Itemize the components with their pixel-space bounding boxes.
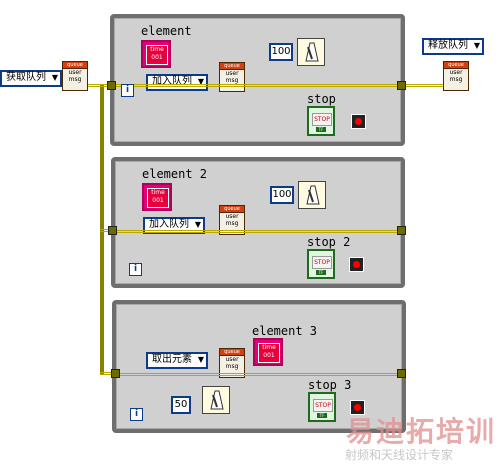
stop-text: STOP <box>312 256 332 269</box>
loop-condition-terminal <box>350 400 365 415</box>
enqueue-text: 加入队列 <box>149 219 189 230</box>
queue-header: queue <box>220 349 244 356</box>
pink-top-text: time <box>262 344 276 351</box>
tunnel-out-1 <box>397 81 406 90</box>
element-label: element 2 <box>142 167 208 181</box>
tunnel-out-2 <box>397 226 406 235</box>
queue-header: queue <box>63 62 87 69</box>
wait-ms-constant[interactable]: 50 <box>171 396 191 414</box>
enqueue-function[interactable]: queue user msg <box>219 62 245 92</box>
tunnel-in-2 <box>108 226 117 235</box>
metronome-wait-icon <box>298 181 326 209</box>
element-label: element 3 <box>252 324 318 338</box>
dropdown-arrow-icon: ▼ <box>194 220 201 229</box>
enqueue-text: 加入队列 <box>152 76 192 87</box>
tf-text: TF <box>317 413 327 418</box>
pink-top-text: time <box>151 189 165 196</box>
pink-top-text: time <box>150 46 164 53</box>
metronome-wait-icon <box>202 386 230 414</box>
queue-msg-text: msg <box>225 363 239 370</box>
dequeue-mode[interactable]: 取出元素 ▼ <box>146 352 208 369</box>
queue-wire-loop2 <box>100 229 114 232</box>
queue-wire-release <box>404 84 443 87</box>
stop-text: STOP <box>313 399 333 412</box>
stop-label: stop <box>307 92 336 106</box>
dropdown-arrow-icon: ▼ <box>197 77 204 86</box>
tf-text: TF <box>316 127 326 132</box>
release-queue-label: 释放队列 ▼ <box>422 38 484 55</box>
stop-label: stop 3 <box>308 378 352 392</box>
queue-msg-text: msg <box>68 76 82 83</box>
obtain-queue-text: 获取队列 <box>6 72 46 83</box>
queue-header: queue <box>444 62 468 69</box>
queue-user-text: user <box>225 70 239 77</box>
iteration-terminal: i <box>121 84 134 97</box>
queue-header: queue <box>220 206 244 213</box>
queue-wire-out <box>87 84 112 87</box>
iteration-terminal: i <box>129 263 142 276</box>
watermark-logo-text: 易迪拓培训 <box>346 415 497 448</box>
queue-wire-through <box>115 230 405 233</box>
enqueue-mode[interactable]: 加入队列 ▼ <box>143 217 205 234</box>
queue-header: queue <box>220 63 244 70</box>
queue-user-text: user <box>68 69 82 76</box>
iteration-terminal: i <box>130 408 143 421</box>
tunnel-out-3 <box>397 369 406 378</box>
tunnel-in-1 <box>107 81 116 90</box>
loop-condition-terminal <box>349 257 364 272</box>
dropdown-arrow-icon: ▼ <box>197 355 204 364</box>
queue-msg-text: msg <box>225 220 239 227</box>
release-queue-function[interactable]: queue user msg <box>443 61 469 91</box>
obtain-queue-function[interactable]: queue user msg <box>62 61 88 91</box>
queue-wire-through <box>116 373 406 376</box>
pink-bottom-text: 001 <box>263 352 275 359</box>
queue-user-text: user <box>225 213 239 220</box>
metronome-wait-icon <box>297 38 325 66</box>
stop-text: STOP <box>312 113 332 126</box>
element-label: element <box>141 24 192 38</box>
obtain-queue-label: 获取队列 ▼ <box>0 70 62 87</box>
queue-wire-loop3 <box>100 372 116 375</box>
queue-msg-text: msg <box>225 77 239 84</box>
dequeue-text: 取出元素 <box>152 354 192 365</box>
pink-bottom-text: 001 <box>151 54 163 61</box>
tunnel-in-3 <box>111 369 120 378</box>
queue-user-text: user <box>225 356 239 363</box>
dropdown-arrow-icon: ▼ <box>473 41 480 50</box>
queue-msg-text: msg <box>449 76 463 83</box>
loop-condition-terminal <box>351 114 366 129</box>
pink-bottom-text: 001 <box>152 197 164 204</box>
watermark-tagline: 射频和天线设计专家 <box>345 448 454 462</box>
wait-ms-constant[interactable]: 100 <box>269 43 293 61</box>
stop-button[interactable]: STOP TF <box>307 106 335 136</box>
dropdown-arrow-icon: ▼ <box>51 73 58 82</box>
queue-user-text: user <box>449 69 463 76</box>
stop-button[interactable]: STOP TF <box>307 249 335 279</box>
stop-label: stop 2 <box>307 235 351 249</box>
tf-text: TF <box>316 270 326 275</box>
enqueue-mode[interactable]: 加入队列 ▼ <box>146 74 208 91</box>
queue-wire-through <box>114 84 404 87</box>
wait-ms-constant[interactable]: 100 <box>270 186 294 204</box>
stop-button[interactable]: STOP TF <box>308 392 336 422</box>
release-queue-text: 释放队列 <box>428 40 468 51</box>
